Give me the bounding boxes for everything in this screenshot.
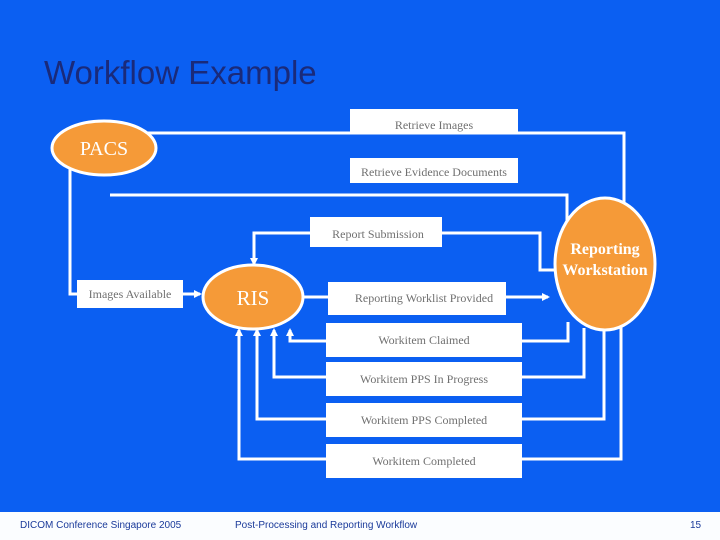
svg-text:Reporting Worklist Provided: Reporting Worklist Provided (355, 291, 493, 305)
pacs-node: PACS (50, 119, 158, 177)
workstation-label-line1: Reporting (570, 241, 639, 258)
message-retrieve-evidence: Retrieve Evidence Documents (350, 158, 518, 183)
ris-label: RIS (237, 286, 270, 310)
message-workitem-claimed: Workitem Claimed (326, 323, 522, 357)
pacs-label: PACS (80, 138, 128, 160)
reporting-workstation-node: Reporting Workstation (553, 196, 657, 332)
svg-text:Workitem Completed: Workitem Completed (372, 454, 475, 468)
message-images-available: Images Available (77, 280, 183, 308)
footer-topic: Post-Processing and Reporting Workflow (235, 520, 418, 531)
svg-text:Workitem Claimed: Workitem Claimed (378, 333, 469, 347)
svg-text:Images Available: Images Available (89, 287, 172, 301)
message-workitem-completed: Workitem Completed (326, 444, 522, 478)
message-report-submission: Report Submission (310, 217, 442, 247)
page-number: 15 (690, 520, 702, 531)
svg-text:Report Submission: Report Submission (332, 227, 424, 241)
svg-text:Workitem PPS Completed: Workitem PPS Completed (361, 413, 487, 427)
footer-conference: DICOM Conference Singapore 2005 (20, 520, 182, 531)
svg-text:Workitem PPS In Progress: Workitem PPS In Progress (360, 372, 488, 386)
message-retrieve-images: Retrieve Images (350, 109, 518, 134)
svg-text:Retrieve Evidence Documents: Retrieve Evidence Documents (361, 165, 507, 179)
message-worklist-provided: Reporting Worklist Provided (328, 282, 506, 315)
message-pps-in-progress: Workitem PPS In Progress (326, 362, 522, 396)
slide-footer: DICOM Conference Singapore 2005 Post-Pro… (0, 512, 720, 540)
slide-title: Workflow Example (44, 54, 317, 91)
svg-text:Retrieve Images: Retrieve Images (395, 118, 474, 132)
workstation-label-line2: Workstation (562, 262, 647, 279)
ris-node: RIS (201, 263, 305, 331)
message-pps-completed: Workitem PPS Completed (326, 403, 522, 437)
